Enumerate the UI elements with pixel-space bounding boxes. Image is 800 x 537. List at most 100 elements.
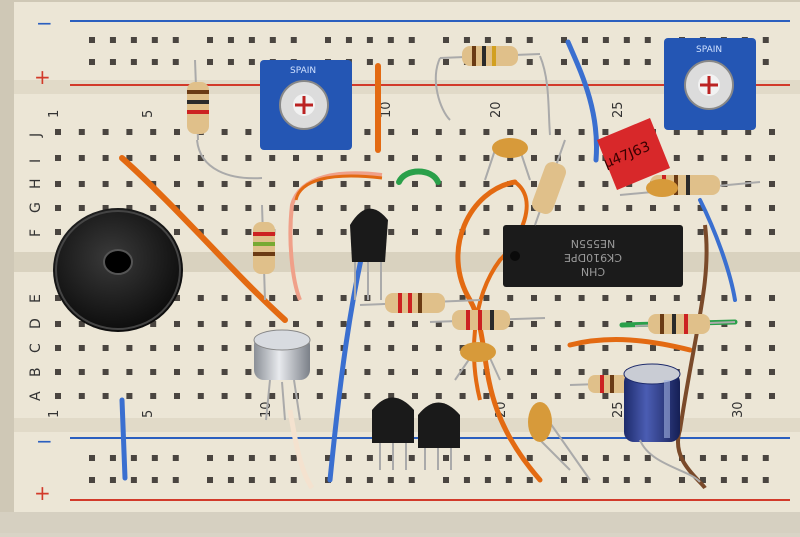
hole xyxy=(55,369,61,375)
top-plus-mark: + xyxy=(34,65,51,89)
lead-wire-left xyxy=(196,139,263,180)
hole xyxy=(269,205,276,211)
row-letters: J I H G F E D C B A xyxy=(28,133,44,401)
hole xyxy=(507,345,514,351)
hole xyxy=(150,321,157,327)
hole xyxy=(221,369,228,375)
hole xyxy=(721,181,728,187)
hole xyxy=(578,369,585,375)
lead-wire-top xyxy=(434,57,451,121)
hole xyxy=(578,205,585,211)
hole xyxy=(623,59,630,65)
blue-wire-right xyxy=(698,198,737,302)
hole xyxy=(151,455,158,461)
transistor-to92-bottom-right[interactable] xyxy=(418,402,460,471)
hole xyxy=(340,295,347,301)
hole xyxy=(505,37,512,43)
transistor-metal-can[interactable] xyxy=(253,329,311,421)
hole xyxy=(626,345,633,351)
hole xyxy=(227,455,234,461)
hole xyxy=(269,393,276,399)
transistor-to92-top[interactable] xyxy=(350,208,388,300)
hole xyxy=(388,129,395,135)
hole xyxy=(526,477,533,483)
trimpot-right[interactable]: SPAIN xyxy=(664,38,756,130)
ceramic-cap-mid[interactable] xyxy=(454,342,501,381)
hole xyxy=(554,345,561,351)
hole xyxy=(769,369,775,375)
hole xyxy=(554,129,561,135)
hole xyxy=(293,155,299,161)
hole xyxy=(435,155,442,161)
hole xyxy=(602,129,609,135)
hole xyxy=(459,129,466,135)
bottom-col-25: 25 xyxy=(611,401,626,418)
hole xyxy=(130,37,137,43)
hole xyxy=(561,477,567,483)
electrolytic-capacitor[interactable] xyxy=(623,363,681,442)
hole xyxy=(316,295,323,301)
hole xyxy=(578,393,585,399)
hole xyxy=(245,295,252,301)
hole xyxy=(554,369,561,375)
ceramic-cap-bottom[interactable] xyxy=(528,402,591,481)
hole xyxy=(316,205,323,211)
hole xyxy=(269,37,276,43)
hole xyxy=(78,205,85,211)
resistor-vertical-mid[interactable] xyxy=(253,204,275,301)
hole xyxy=(89,37,95,43)
hole xyxy=(221,321,228,327)
blue-wire-bottom xyxy=(119,397,128,481)
hole xyxy=(554,393,561,399)
hole xyxy=(364,155,371,161)
resistor-diagonal[interactable] xyxy=(530,139,568,226)
resistor-mid-center[interactable] xyxy=(429,310,546,330)
hole xyxy=(745,229,752,235)
hole xyxy=(293,321,299,327)
row-letter-i: I xyxy=(28,159,44,163)
trimpot-left-brand: SPAIN xyxy=(290,66,316,76)
hole xyxy=(388,321,395,327)
hole xyxy=(697,393,704,399)
hole xyxy=(126,129,133,135)
hole xyxy=(554,295,561,301)
ic-label-line1: NE555N xyxy=(571,237,615,250)
ceramic-cap-right[interactable] xyxy=(646,179,678,197)
blue-wire-top xyxy=(565,39,600,163)
rail-divider-top xyxy=(14,80,800,94)
hole xyxy=(387,59,394,65)
resistor-top-left[interactable] xyxy=(187,59,209,141)
hole xyxy=(126,345,133,351)
ceramic-cap-top[interactable] xyxy=(484,138,531,181)
hole xyxy=(769,181,775,187)
hole xyxy=(483,205,490,211)
hole xyxy=(531,155,537,161)
resistor-mid-left[interactable] xyxy=(359,293,481,313)
hole xyxy=(221,393,228,399)
hole xyxy=(531,393,537,399)
film-capacitor[interactable]: μ47J63 xyxy=(597,118,670,190)
hole xyxy=(293,295,299,301)
hole xyxy=(221,345,228,351)
hole xyxy=(435,205,442,211)
hole xyxy=(55,345,61,351)
hole xyxy=(644,37,651,43)
hole xyxy=(150,345,157,351)
resistor-right-mid[interactable] xyxy=(634,314,736,334)
hole xyxy=(290,455,297,461)
hole xyxy=(364,369,371,375)
trimpot-left[interactable]: SPAIN xyxy=(260,60,352,150)
hole xyxy=(526,37,533,43)
hole xyxy=(126,369,133,375)
transistor-to92-bottom-left[interactable] xyxy=(372,397,414,471)
hole xyxy=(364,345,371,351)
ne555-chip[interactable]: CHN CK910DPE NE555N xyxy=(503,225,683,287)
hole xyxy=(463,455,470,461)
hole xyxy=(507,205,514,211)
resistor-top-center[interactable] xyxy=(439,46,541,66)
hole xyxy=(526,455,533,461)
hole xyxy=(364,393,371,399)
hole xyxy=(126,181,133,187)
hole xyxy=(581,477,588,483)
